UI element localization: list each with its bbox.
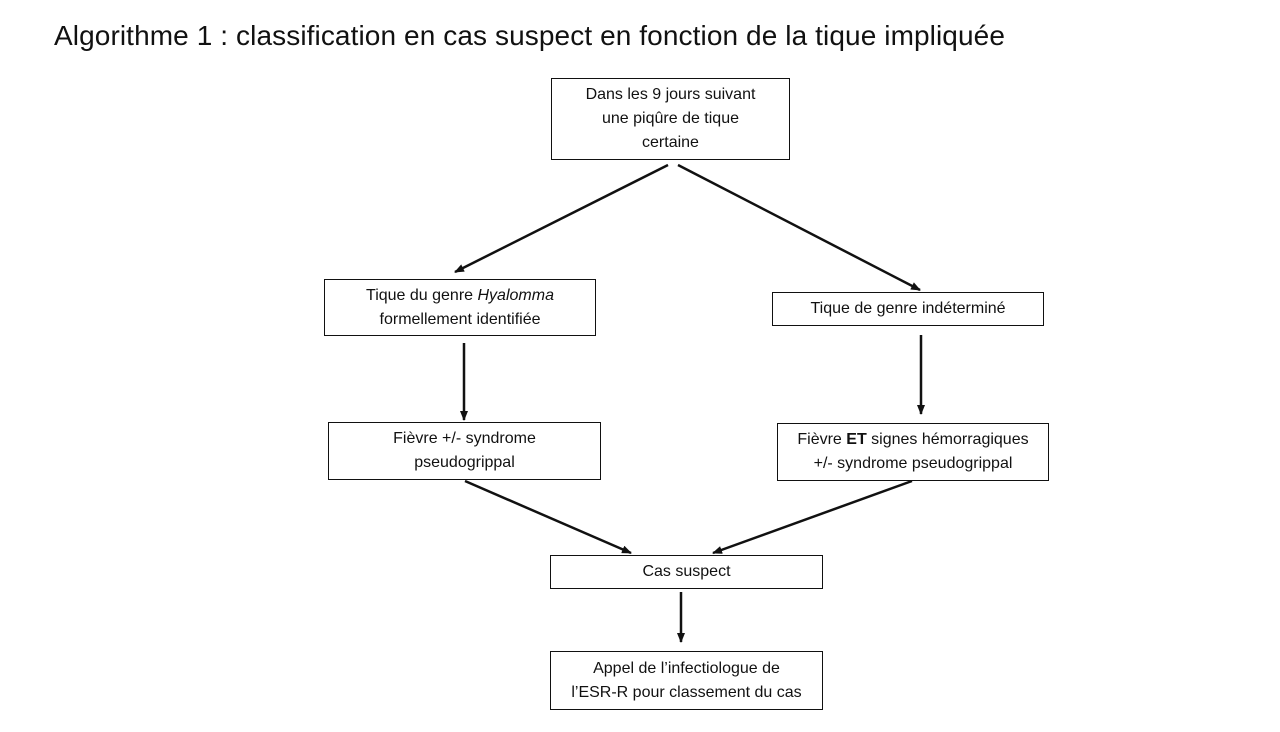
node-tick-bite-line-1: Dans les 9 jours suivant <box>585 86 756 103</box>
node-fever-left-line-2: pseudogrippal <box>414 454 515 471</box>
node-suspect-case: Cas suspect <box>550 555 823 589</box>
node-undetermined-line-1: Tique de genre indéterminé <box>810 300 1006 317</box>
node-fever-right-line-2: +/- syndrome pseudogrippal <box>813 455 1013 472</box>
node-fever-right-line-1: Fièvre ET signes hémorragiques <box>797 428 1028 452</box>
node-fever-flu-like: Fièvre +/- syndrome pseudogrippal <box>328 422 601 480</box>
node-suspect-case-line-1: Cas suspect <box>642 563 731 580</box>
arrow-start-to-undetermined <box>677 163 921 292</box>
arrow-start-to-hyalomma <box>454 163 669 274</box>
node-call-line-1: Appel de l’infectiologue de <box>593 659 780 677</box>
node-hyalomma-identified: Tique du genre Hyalomma formellement ide… <box>324 279 596 336</box>
node-call-line-2: l’ESR-R pour classement du cas <box>571 683 802 701</box>
arrow-fever-right-to-suspect <box>712 479 913 555</box>
node-tick-bite-line-3: certaine <box>642 134 699 151</box>
node-fever-hemorrhagic: Fièvre ET signes hémorragiques +/- syndr… <box>777 423 1049 481</box>
arrow-fever-left-to-suspect <box>464 479 632 555</box>
node-hyalomma-genus: Hyalomma <box>477 286 554 304</box>
node-hyalomma-prefix: Tique du genre <box>366 286 478 304</box>
node-fever-left-line-1: Fièvre +/- syndrome <box>393 430 536 447</box>
node-fever-right-suffix: signes hémorragiques <box>866 431 1029 448</box>
node-fever-right-et: ET <box>846 431 867 448</box>
page-title: Algorithme 1 : classification en cas sus… <box>54 20 1005 51</box>
node-call-infectiologist: Appel de l’infectiologue de l’ESR-R pour… <box>550 651 823 710</box>
node-hyalomma-line-1: Tique du genre Hyalomma <box>366 284 554 308</box>
node-tick-bite-line-2: une piqûre de tique <box>602 110 739 127</box>
node-hyalomma-line-2: formellement identifiée <box>379 310 541 328</box>
node-fever-right-prefix: Fièvre <box>797 431 847 448</box>
node-undetermined-genus: Tique de genre indéterminé <box>772 292 1044 326</box>
node-tick-bite-9-days: Dans les 9 jours suivant une piqûre de t… <box>551 78 790 160</box>
